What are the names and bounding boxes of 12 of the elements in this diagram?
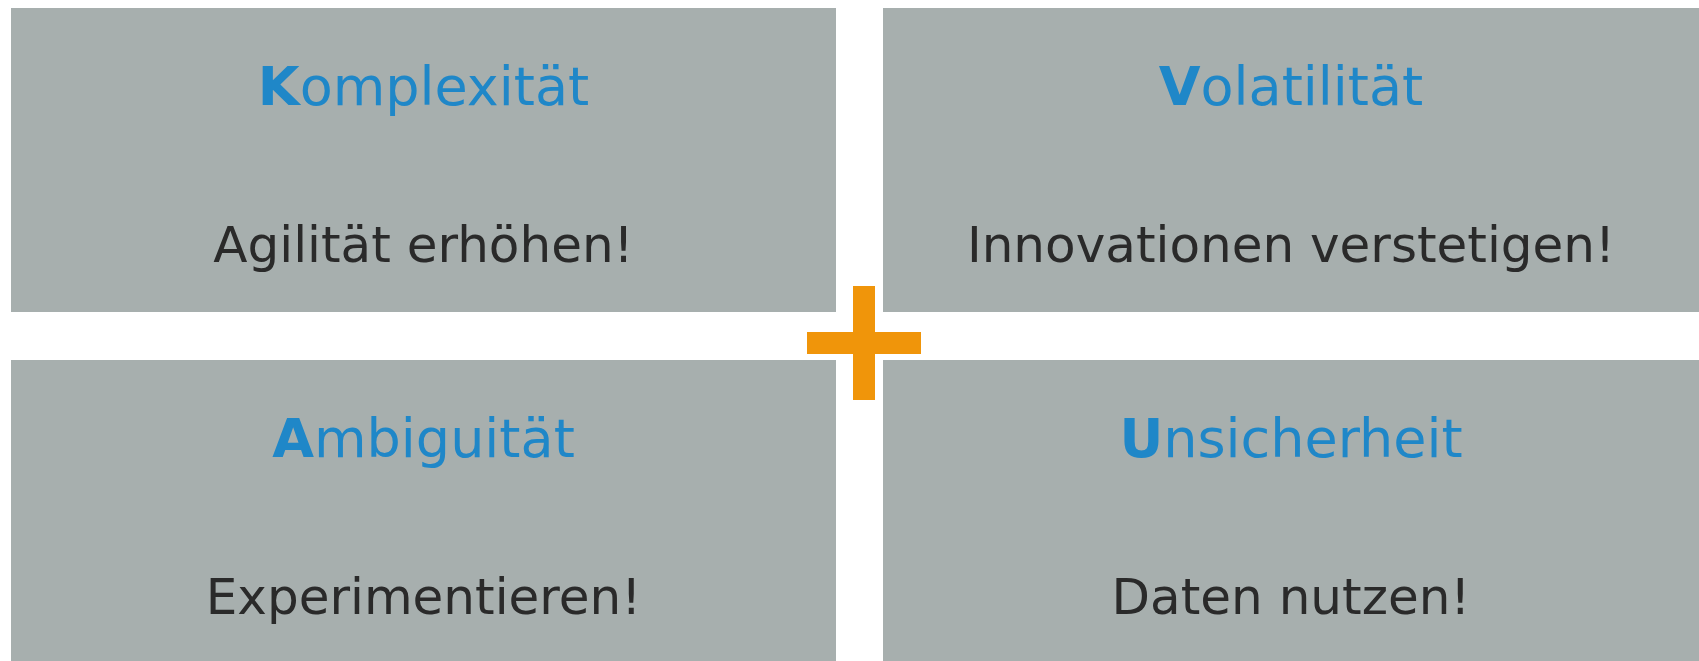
quadrant-box — [11, 8, 836, 312]
box-heading: Komplexität — [256, 60, 591, 114]
box-text: Agilität erhöhen! — [212, 220, 635, 270]
box-text: Experimentieren! — [204, 572, 643, 622]
quadrant-box — [883, 360, 1699, 661]
quadrant-box — [11, 360, 836, 661]
box-text: Innovationen verstetigen! — [965, 220, 1617, 270]
quadrant-box — [883, 8, 1699, 312]
box-text: Daten nutzen! — [1110, 572, 1472, 622]
box-heading: Volatilität — [1157, 60, 1425, 114]
box-heading: Unsicherheit — [1118, 412, 1464, 466]
box-heading: Ambiguität — [271, 412, 576, 466]
